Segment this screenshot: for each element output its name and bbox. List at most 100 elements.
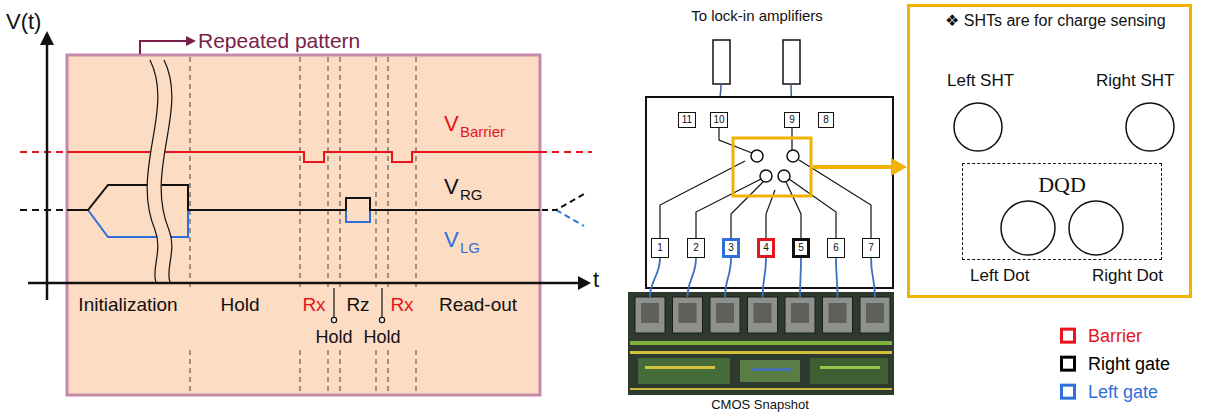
zoom-arrow	[891, 158, 907, 176]
zoom-highlight	[733, 138, 811, 196]
text-slot: 6	[828, 239, 844, 257]
cmos-snapshot	[820, 366, 880, 369]
break-symbol	[147, 60, 172, 282]
pin-number: 5	[798, 243, 804, 253]
phase-label: Hold	[220, 294, 259, 316]
pin-pad: 9	[784, 112, 800, 128]
legend-row: Barrier	[1060, 326, 1142, 347]
sensor-circle	[954, 103, 1002, 151]
right-gate-waveform	[20, 185, 584, 210]
text-slot: 11	[679, 113, 694, 127]
phase-divider	[416, 350, 417, 393]
phase-divider	[190, 57, 191, 290]
amplifier-box	[713, 40, 800, 84]
pin-number: 6	[833, 243, 839, 253]
text-slot: 3	[725, 241, 737, 255]
hold-marker	[379, 317, 384, 322]
legend-text: Right gate	[1088, 354, 1170, 375]
break-symbol	[147, 60, 158, 282]
bond-wire	[763, 258, 767, 297]
axis	[28, 44, 580, 300]
pin-number: 3	[728, 243, 734, 253]
label-slot: Rz	[346, 294, 369, 316]
amplifier-box	[713, 40, 730, 84]
axis-label: t	[593, 267, 599, 292]
label-slot: V	[444, 174, 459, 199]
phase-label: Rx	[390, 294, 413, 316]
label-slot: Hold	[220, 294, 259, 316]
panel-heading: ❖ SHTs are for charge sensing	[945, 12, 1166, 30]
dot-label: Left Dot	[970, 266, 1030, 286]
pin-pad: 11	[678, 112, 695, 128]
pin-number: 7	[868, 243, 874, 253]
bond-wire	[871, 258, 875, 297]
cmos-snapshot	[810, 358, 888, 384]
phase-divider	[416, 57, 417, 290]
hold-marker	[331, 317, 336, 322]
bond-wire	[650, 258, 660, 297]
barrier-waveform	[540, 151, 592, 153]
bond-wire	[836, 258, 838, 297]
text-slot: DQD	[963, 172, 1161, 197]
label-slot: Barrier	[460, 123, 505, 140]
cmos-snapshot	[645, 366, 715, 369]
right-gate-waveform	[542, 194, 584, 210]
gate-wire	[719, 128, 752, 153]
gate-electrode	[778, 170, 790, 182]
hold-marker	[381, 288, 382, 317]
chip-outline	[646, 97, 893, 288]
cmos-snapshot	[630, 388, 892, 390]
phase-label: Rz	[346, 294, 369, 316]
cmos-pad-core	[679, 303, 697, 323]
gate-wire	[786, 182, 801, 238]
region-label: DQD	[963, 172, 1161, 197]
phase-divider	[300, 57, 301, 290]
bond-wire	[725, 258, 731, 297]
cmos-pad	[673, 297, 703, 333]
text-slot: 9	[785, 113, 799, 127]
sensor-circle	[954, 103, 1174, 151]
label-slot: Hold	[363, 327, 400, 348]
legend-row: Left gate	[1060, 382, 1158, 403]
phase-divider	[388, 350, 389, 393]
cmos-pad	[710, 297, 740, 333]
cmos-pad-core	[641, 303, 659, 323]
label-slot: Initialization	[78, 294, 177, 316]
cmos-snapshot	[628, 292, 894, 395]
label-slot: V(t)	[6, 9, 41, 34]
amplifier-box	[783, 40, 800, 84]
left-gate-waveform	[340, 210, 376, 222]
label-slot: Hold	[315, 327, 352, 348]
phase-divider	[340, 350, 341, 393]
phase-divider	[190, 350, 191, 393]
left-gate-waveform	[556, 210, 584, 226]
pin-pad: 1	[651, 238, 669, 258]
pin-pad: 10	[710, 112, 728, 128]
cmos-pad	[748, 297, 778, 333]
pin-number: 11	[682, 115, 692, 125]
text-slot: ❖ SHTs are for charge sensing	[945, 12, 1166, 30]
cmos-pad	[823, 297, 853, 333]
label-slot: LG	[460, 239, 480, 256]
pattern-box	[67, 55, 540, 395]
cmos-pad-core	[866, 303, 884, 323]
signal-name: V	[444, 111, 459, 136]
cmos-snapshot	[752, 368, 792, 371]
cmos-pad-core	[829, 303, 847, 323]
label-slot: V	[444, 227, 459, 252]
label-slot: To lock-in amplifiers	[691, 7, 823, 24]
pin-number: 8	[823, 115, 829, 125]
pin-pad: 2	[687, 238, 705, 258]
label-slot: RG	[460, 186, 483, 203]
callout-arrowhead	[186, 36, 196, 46]
phase-divider	[340, 57, 341, 290]
legend-swatch	[1060, 356, 1076, 372]
text-slot: Right Dot	[1092, 266, 1163, 286]
text-slot: 1	[652, 239, 668, 257]
phase-label: Hold	[363, 327, 400, 348]
pin-pad: 5	[792, 238, 810, 258]
pattern-box	[67, 55, 540, 395]
callout-arrow	[140, 41, 188, 54]
label-slot: Rx	[390, 294, 413, 316]
